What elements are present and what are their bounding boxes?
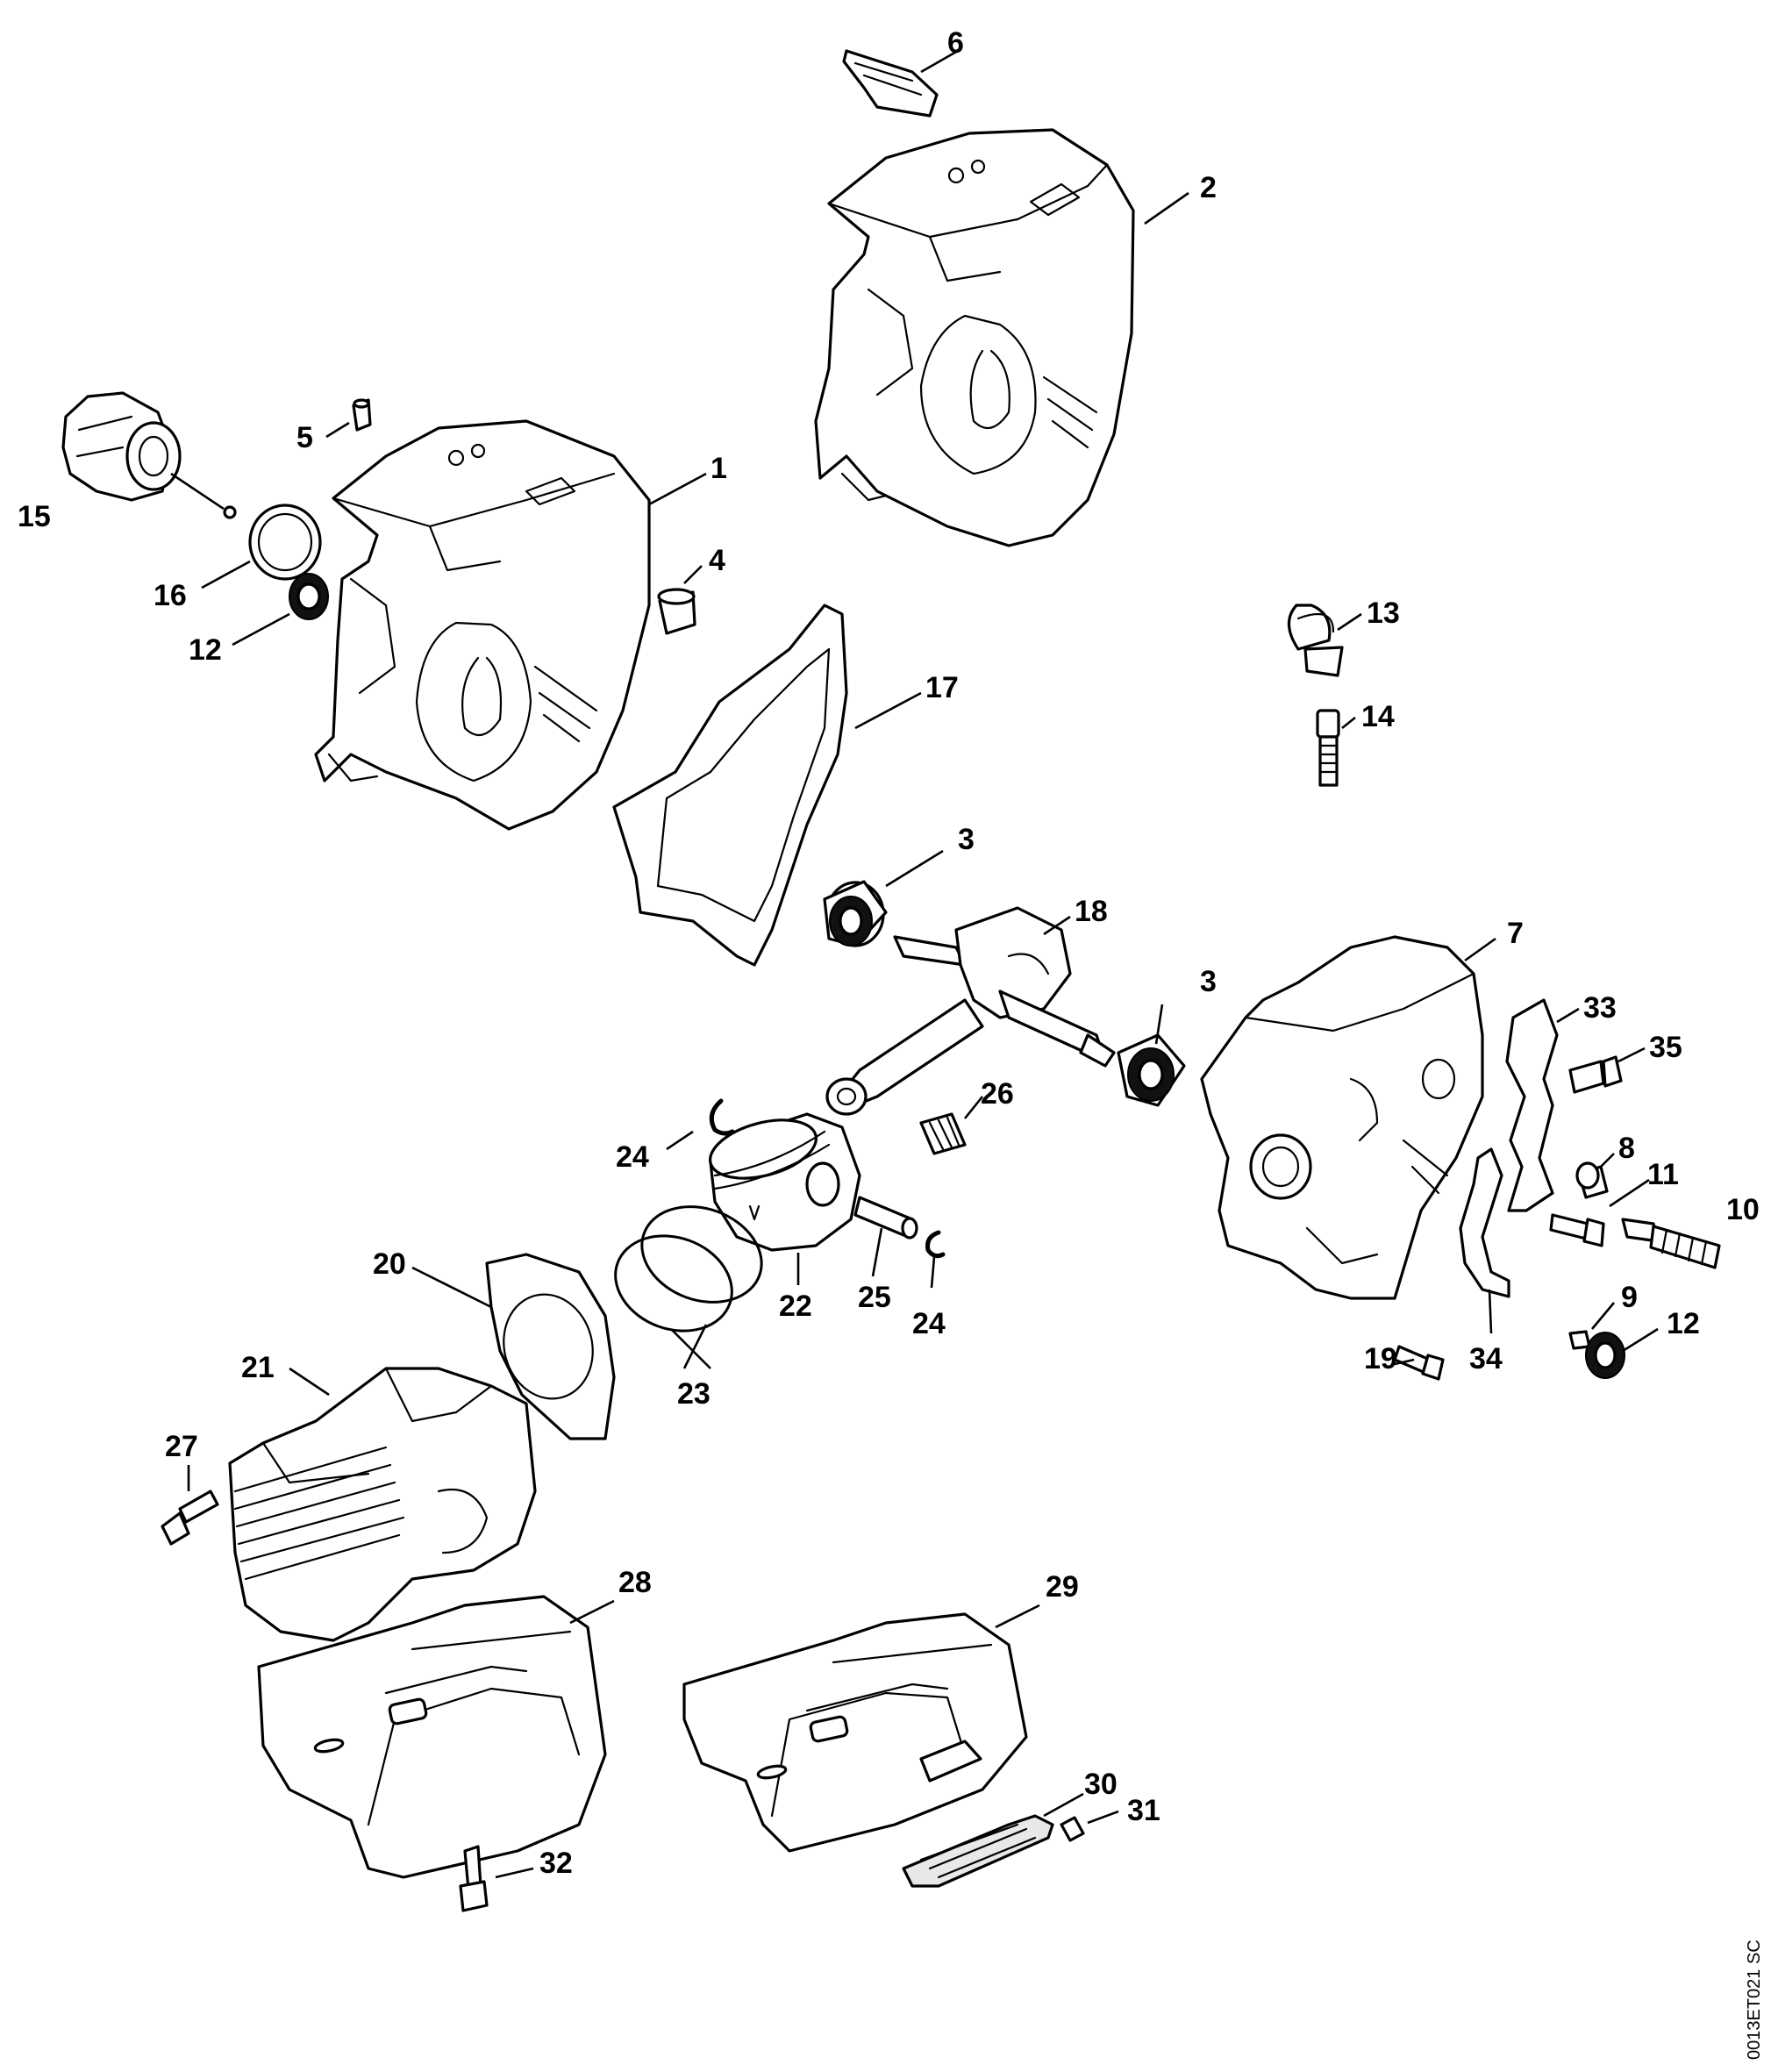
- part-12-oil-seal-right: [1585, 1332, 1625, 1379]
- part-8-plug: [1575, 1161, 1609, 1199]
- part-13-hose-clip: [1287, 604, 1344, 677]
- callout-25: 25: [858, 1281, 891, 1314]
- callout-32: 32: [539, 1847, 573, 1880]
- callout-34: 34: [1469, 1342, 1503, 1375]
- part-15-pump-assembly: [61, 391, 237, 519]
- part-35-screw: [1568, 1055, 1623, 1094]
- part-5-fitting: [352, 398, 372, 432]
- part-27-screw: [161, 1490, 219, 1546]
- part-32-screw: [459, 1845, 489, 1912]
- callout-10: 10: [1726, 1193, 1760, 1226]
- callout-14: 14: [1361, 700, 1395, 733]
- callout-15: 15: [18, 500, 51, 533]
- callout-21: 21: [241, 1351, 275, 1384]
- callout-28: 28: [618, 1566, 652, 1599]
- part-10-stud: [1621, 1218, 1721, 1269]
- callout-12: 12: [189, 633, 222, 667]
- callout-numbers: 6 2 5 1 15 16 4 12 13 17 14 3 18 7 3 33 …: [18, 26, 1760, 1880]
- callout-2: 2: [1200, 171, 1217, 204]
- callout-31: 31: [1127, 1794, 1160, 1827]
- part-2-crankcase-half: [814, 128, 1135, 547]
- callout-17: 17: [925, 671, 959, 704]
- part-24-circlip-lower: [925, 1230, 946, 1259]
- part-3-bearing: [823, 880, 888, 947]
- part-4-sleeve: [657, 588, 696, 635]
- callout-29: 29: [1046, 1570, 1079, 1604]
- callout-1: 1: [711, 452, 727, 485]
- callout-4: 4: [709, 544, 725, 577]
- part-3-bearing-right: [1117, 1033, 1186, 1107]
- callout-9: 9: [1621, 1281, 1638, 1314]
- part-11-screw: [1549, 1213, 1605, 1247]
- callout-11: 11: [1647, 1158, 1679, 1191]
- part-6-cover-plate: [842, 49, 939, 118]
- callout-23: 23: [677, 1377, 711, 1411]
- leader-lines: [187, 49, 1659, 1879]
- callout-22: 22: [779, 1290, 812, 1323]
- callout-12-right: 12: [1667, 1307, 1700, 1340]
- callout-24-lower: 24: [912, 1307, 946, 1340]
- callout-20: 20: [373, 1247, 406, 1281]
- part-7-crankcase: [1200, 935, 1484, 1300]
- callout-24: 24: [616, 1140, 649, 1174]
- part-24-circlip: [709, 1098, 735, 1136]
- callout-30: 30: [1084, 1768, 1118, 1801]
- callout-18: 18: [1075, 895, 1108, 928]
- part-29-muffler: [682, 1612, 1028, 1853]
- callout-35: 35: [1649, 1031, 1682, 1064]
- callout-6: 6: [947, 26, 964, 60]
- callout-19: 19: [1364, 1342, 1397, 1375]
- callout-26: 26: [981, 1077, 1014, 1111]
- part-26-needle-cage: [919, 1112, 967, 1155]
- part-21-cylinder: [228, 1367, 537, 1642]
- callout-33: 33: [1583, 991, 1617, 1025]
- part-18-crankshaft: [825, 906, 1116, 1116]
- part-12-oil-seal: [289, 573, 329, 620]
- part-33-plate: [1505, 998, 1559, 1212]
- part-31-screw: [1060, 1816, 1085, 1842]
- part-9-screw: [1568, 1330, 1591, 1350]
- callout-5: 5: [296, 421, 313, 454]
- callout-3: 3: [958, 823, 975, 856]
- part-22-piston: [709, 1112, 861, 1252]
- part-20-cylinder-gasket: [485, 1253, 616, 1440]
- part-16-o-ring: [248, 504, 322, 581]
- callout-16: 16: [154, 579, 187, 612]
- callout-7: 7: [1507, 917, 1524, 950]
- part-30-spark-screen: [902, 1814, 1054, 1888]
- part-17-gasket: [612, 604, 848, 967]
- callout-8: 8: [1618, 1132, 1635, 1165]
- callout-13: 13: [1367, 597, 1400, 630]
- part-1-crankcase-half: [314, 419, 651, 831]
- part-25-piston-pin: [853, 1196, 918, 1240]
- part-28-muffler: [257, 1595, 607, 1879]
- callout-3-right: 3: [1200, 965, 1217, 998]
- drawing-code: 0013ET021 SC: [1745, 1940, 1764, 2060]
- callout-27: 27: [165, 1430, 198, 1463]
- part-34-guide-plate: [1459, 1147, 1510, 1298]
- part-23-piston-rings: [614, 1205, 763, 1333]
- part-14-plug: [1316, 709, 1340, 787]
